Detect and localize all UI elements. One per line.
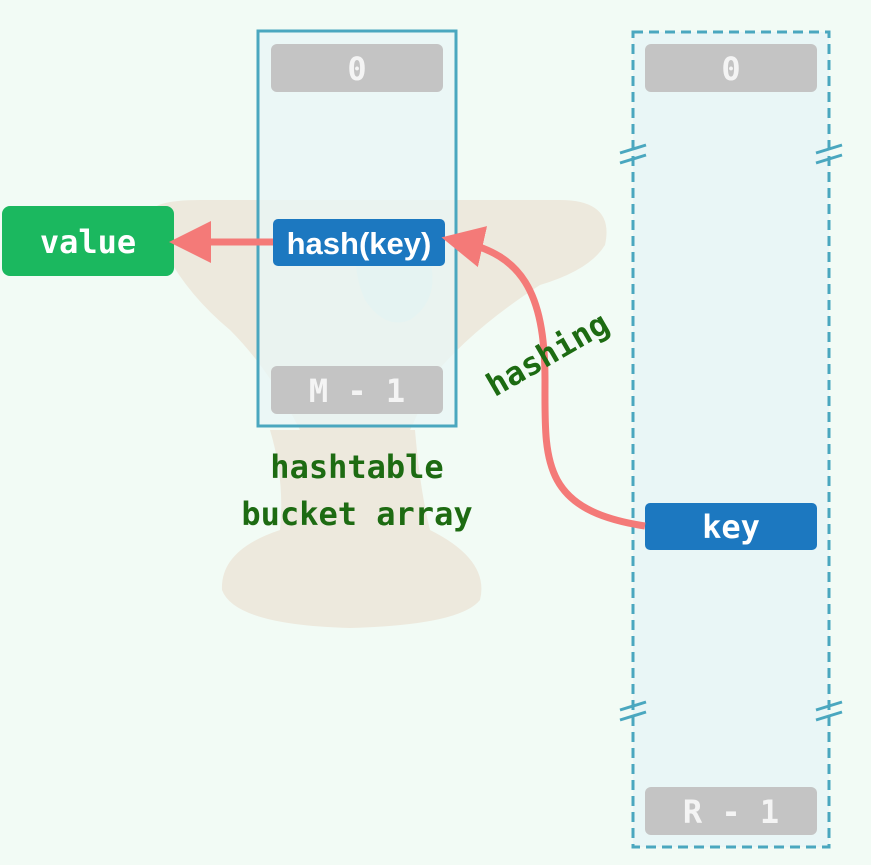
hash-key-label: hash(key) xyxy=(287,226,432,261)
key-space-array: 0 key R - 1 xyxy=(619,30,843,849)
key-space-bottom-label: R - 1 xyxy=(683,793,779,831)
break-mark-upper xyxy=(619,143,843,165)
bucket-array-caption-line1: hashtable xyxy=(270,448,443,486)
value-label: value xyxy=(40,223,136,261)
key-cell-label: key xyxy=(702,508,760,546)
break-mark-lower xyxy=(619,700,843,722)
key-space-top-label: 0 xyxy=(721,50,740,88)
key-space-bottom-cell xyxy=(645,787,817,835)
bucket-bottom-cell xyxy=(271,366,443,414)
key-space-top-cell xyxy=(645,44,817,92)
hashing-arrow xyxy=(441,226,646,530)
value-box xyxy=(2,206,174,276)
bucket-top-label: 0 xyxy=(347,50,366,88)
key-cell xyxy=(645,503,817,550)
bucket-bottom-label: M - 1 xyxy=(309,372,405,410)
hash-key-cell xyxy=(273,219,445,266)
bucket-array: 0 hash(key) M - 1 xyxy=(256,29,458,428)
bucket-array-caption-line2: bucket array xyxy=(241,495,472,533)
bucket-top-cell xyxy=(271,44,443,92)
